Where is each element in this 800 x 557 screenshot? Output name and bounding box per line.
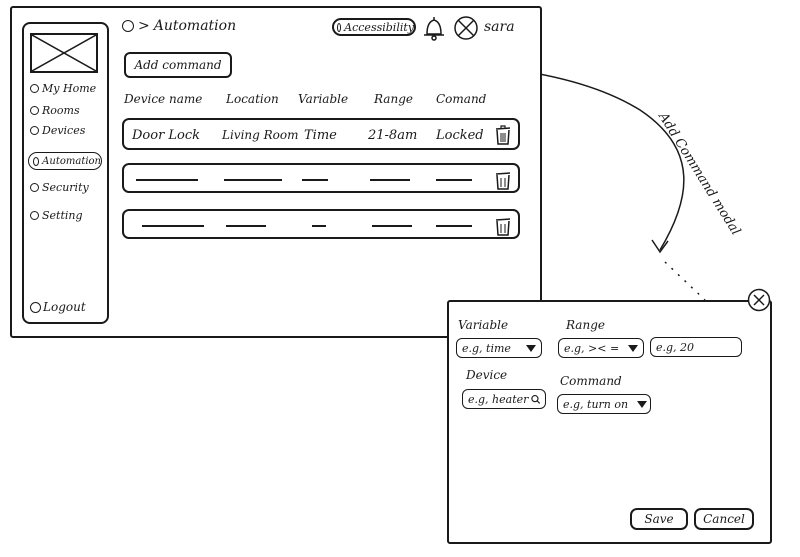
sidebar-item-security[interactable]: Security bbox=[30, 181, 89, 194]
cell-command: Locked bbox=[436, 128, 484, 143]
annotation-label: Add Command modal bbox=[655, 110, 744, 239]
column-header-device-name: Device name bbox=[124, 92, 203, 106]
sidebar-item-label: Setting bbox=[42, 209, 83, 222]
radio-icon bbox=[30, 126, 39, 135]
bell-icon[interactable] bbox=[422, 14, 446, 42]
command-placeholder: e.g, turn on bbox=[563, 397, 629, 411]
range-operator-select[interactable]: e.g, >< = bbox=[558, 338, 644, 358]
logout-label: Logout bbox=[43, 300, 86, 314]
accessibility-button[interactable]: Accessibility bbox=[332, 18, 416, 36]
radio-icon bbox=[30, 211, 39, 220]
sidebar-item-label: My Home bbox=[42, 82, 97, 95]
sidebar-item-label: Automation bbox=[42, 155, 101, 167]
placeholder-line bbox=[436, 225, 472, 227]
accessibility-icon bbox=[337, 22, 342, 32]
placeholder-line bbox=[226, 225, 266, 227]
breadcrumb-icon bbox=[122, 20, 134, 32]
close-icon[interactable] bbox=[747, 288, 771, 312]
device-label: Device bbox=[466, 368, 508, 382]
logout-icon bbox=[30, 301, 41, 313]
trash-icon[interactable] bbox=[493, 124, 513, 146]
variable-select[interactable]: e.g, time bbox=[456, 338, 542, 358]
chevron-down-icon bbox=[526, 344, 536, 352]
sidebar-item-automation[interactable]: Automation bbox=[28, 152, 102, 170]
column-header-command: Comand bbox=[436, 92, 487, 106]
command-select[interactable]: e.g, turn on bbox=[557, 394, 651, 414]
user-name: sara bbox=[484, 19, 515, 35]
device-search-input[interactable]: e.g, heater bbox=[462, 389, 546, 409]
sidebar-item-my-home[interactable]: My Home bbox=[30, 82, 96, 95]
column-header-location: Location bbox=[226, 92, 279, 106]
cell-location: Living Room bbox=[222, 128, 299, 142]
accessibility-label: Accessibility bbox=[344, 20, 414, 34]
range-label: Range bbox=[566, 318, 605, 332]
search-icon bbox=[531, 394, 541, 404]
placeholder-line bbox=[312, 225, 326, 227]
radio-icon bbox=[33, 156, 40, 166]
radio-icon bbox=[30, 106, 39, 115]
cell-variable: Time bbox=[304, 128, 337, 143]
sidebar-item-devices[interactable]: Devices bbox=[30, 124, 85, 137]
logo-placeholder-icon bbox=[30, 33, 98, 73]
table-row[interactable] bbox=[122, 163, 520, 193]
logout-button[interactable]: Logout bbox=[30, 300, 86, 314]
sidebar-item-label: Security bbox=[42, 181, 89, 194]
breadcrumb-separator-icon: > bbox=[138, 18, 150, 34]
placeholder-line bbox=[436, 179, 472, 181]
radio-icon bbox=[30, 183, 39, 192]
chevron-down-icon bbox=[637, 400, 647, 408]
trash-icon[interactable] bbox=[493, 169, 513, 191]
table-row[interactable]: Door Lock Living Room Time 21-8am Locked bbox=[122, 118, 520, 150]
placeholder-line bbox=[142, 225, 204, 227]
radio-icon bbox=[30, 84, 39, 93]
cancel-button[interactable]: Cancel bbox=[694, 508, 754, 530]
variable-placeholder: e.g, time bbox=[462, 341, 511, 355]
add-command-button[interactable]: Add command bbox=[124, 52, 232, 78]
placeholder-line bbox=[224, 179, 282, 181]
sidebar-item-rooms[interactable]: Rooms bbox=[30, 104, 80, 117]
trash-icon[interactable] bbox=[493, 215, 513, 237]
sidebar-item-setting[interactable]: Setting bbox=[30, 209, 83, 222]
sidebar-item-label: Devices bbox=[42, 124, 86, 137]
cell-range: 21-8am bbox=[368, 128, 418, 143]
column-header-variable: Variable bbox=[298, 92, 349, 106]
placeholder-line bbox=[372, 225, 412, 227]
chevron-down-icon bbox=[628, 344, 638, 352]
column-header-range: Range bbox=[374, 92, 413, 106]
command-label: Command bbox=[560, 374, 622, 388]
breadcrumb: > Automation bbox=[122, 18, 236, 34]
sidebar-item-label: Rooms bbox=[42, 104, 80, 117]
placeholder-line bbox=[370, 179, 410, 181]
save-button[interactable]: Save bbox=[630, 508, 688, 530]
table-row[interactable] bbox=[122, 209, 520, 239]
placeholder-line bbox=[302, 179, 328, 181]
avatar-icon[interactable] bbox=[453, 15, 479, 41]
range-value-placeholder: e.g, 20 bbox=[656, 340, 695, 354]
variable-label: Variable bbox=[458, 318, 509, 332]
range-operator-placeholder: e.g, >< = bbox=[564, 341, 620, 355]
range-value-input[interactable]: e.g, 20 bbox=[650, 337, 742, 357]
page-title: Automation bbox=[153, 18, 237, 34]
cell-device: Door Lock bbox=[132, 128, 201, 143]
device-placeholder: e.g, heater bbox=[468, 392, 529, 406]
placeholder-line bbox=[136, 179, 198, 181]
